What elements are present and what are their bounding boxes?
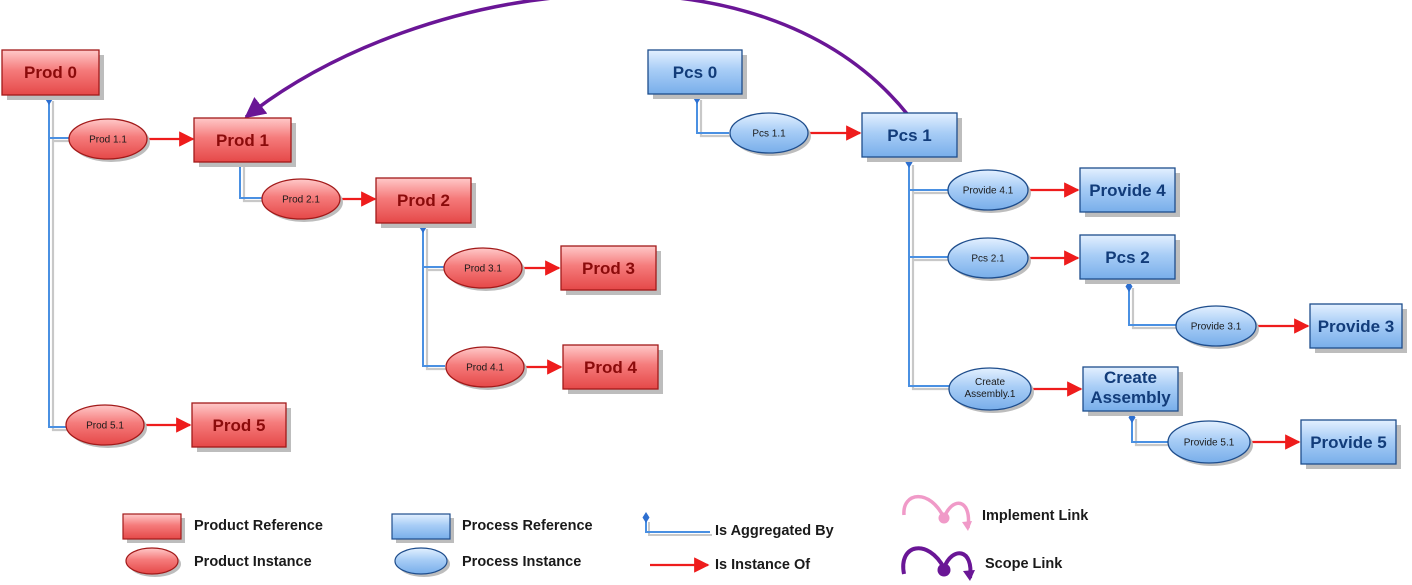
node-label-line1: Create	[1104, 368, 1157, 387]
node-label: Prod 3	[582, 259, 635, 278]
legend-process-instance: Process Instance	[394, 547, 581, 577]
legend-scope-link: Scope Link	[901, 546, 1063, 581]
legend-is-instance-of: Is Instance Of	[650, 557, 810, 573]
node-pcs1-1[interactable]: Pcs 1.1	[729, 112, 811, 156]
legend: Product Reference Product Instance Proce…	[122, 494, 1089, 581]
node-label: Prod 2.1	[282, 195, 320, 206]
node-pcs2[interactable]: Pcs 2	[1079, 234, 1180, 284]
product-instances: Prod 1.1 Prod 2.1 Prod 3.1 Prod 4.1 Prod…	[65, 118, 527, 448]
process-instances: Pcs 1.1 Provide 4.1 Pcs 2.1 Provide 3.1 …	[729, 112, 1259, 466]
node-prod5[interactable]: Prod 5	[191, 402, 291, 452]
node-prod3[interactable]: Prod 3	[560, 245, 661, 295]
node-label-line1: Create	[975, 377, 1005, 388]
agg-line-prod0	[48, 97, 70, 428]
node-label: Prod 4	[584, 358, 637, 377]
node-provide3-1[interactable]: Provide 3.1	[1175, 305, 1259, 349]
node-pcs1[interactable]: Pcs 1	[861, 112, 962, 162]
scope-link-pcs1-to-prod1	[244, 0, 910, 119]
node-label: Provide 4	[1089, 181, 1166, 200]
node-label: Provide 5	[1310, 433, 1387, 452]
node-create-assembly-1[interactable]: Create Assembly.1	[948, 367, 1034, 413]
node-label-line2: Assembly.1	[965, 389, 1016, 400]
node-provide4[interactable]: Provide 4	[1079, 167, 1180, 217]
node-prod5-1[interactable]: Prod 5.1	[65, 404, 147, 448]
legend-label: Product Reference	[194, 518, 323, 534]
legend-label: Process Reference	[462, 518, 593, 534]
legend-product-reference: Product Reference	[122, 513, 323, 543]
node-prod1-1[interactable]: Prod 1.1	[68, 118, 150, 162]
agg-line-pcs1	[908, 161, 950, 387]
legend-label: Implement Link	[982, 508, 1089, 524]
node-label: Pcs 2	[1105, 248, 1149, 267]
node-label: Prod 5	[213, 416, 266, 435]
agg-line-prod1	[239, 160, 263, 199]
node-label: Provide 4.1	[963, 186, 1014, 197]
legend-implement-link: Implement Link	[902, 494, 1089, 531]
node-label: Provide 3.1	[1191, 322, 1242, 333]
node-label: Prod 1	[216, 131, 269, 150]
node-label: Prod 1.1	[89, 135, 127, 146]
agg-line-prod2	[422, 225, 445, 367]
node-label: Prod 5.1	[86, 421, 124, 432]
node-label: Provide 5.1	[1184, 438, 1235, 449]
process-references: Pcs 0 Pcs 1 Provide 4 Pcs 2 Provide 3 Cr…	[647, 49, 1407, 469]
node-label: Pcs 1.1	[752, 129, 786, 140]
node-label: Pcs 1	[887, 126, 931, 145]
node-provide4-1[interactable]: Provide 4.1	[947, 169, 1031, 213]
node-label: Prod 2	[397, 191, 450, 210]
legend-process-reference: Process Reference	[391, 513, 593, 543]
node-create-assembly[interactable]: Create Assembly	[1082, 366, 1183, 416]
node-prod2[interactable]: Prod 2	[375, 177, 476, 228]
node-pcs2-1[interactable]: Pcs 2.1	[947, 237, 1031, 281]
node-prod2-1[interactable]: Prod 2.1	[261, 178, 343, 222]
node-prod1[interactable]: Prod 1	[193, 117, 296, 167]
node-prod3-1[interactable]: Prod 3.1	[443, 247, 525, 291]
node-prod4-1[interactable]: Prod 4.1	[445, 346, 527, 390]
legend-product-instance: Product Instance	[125, 547, 312, 577]
legend-label: Product Instance	[194, 554, 312, 570]
node-label: Prod 0	[24, 63, 77, 82]
legend-label: Is Aggregated By	[715, 523, 834, 539]
agg-line-pcs0	[696, 96, 729, 134]
legend-label: Is Instance Of	[715, 557, 810, 573]
agg-line-create-assembly	[1131, 415, 1168, 443]
node-prod0[interactable]: Prod 0	[1, 49, 104, 100]
legend-label: Process Instance	[462, 554, 581, 570]
product-references: Prod 0 Prod 1 Prod 2 Prod 3 Prod 4 Prod …	[1, 49, 663, 452]
node-label: Pcs 0	[673, 63, 717, 82]
node-provide5[interactable]: Provide 5	[1300, 419, 1401, 469]
node-pcs0[interactable]: Pcs 0	[647, 49, 747, 99]
legend-is-aggregated-by: Is Aggregated By	[642, 512, 834, 539]
node-label: Pcs 2.1	[971, 254, 1005, 265]
legend-label: Scope Link	[985, 556, 1063, 572]
node-label: Prod 3.1	[464, 264, 502, 275]
node-label: Provide 3	[1318, 317, 1395, 336]
node-provide3[interactable]: Provide 3	[1309, 303, 1407, 353]
node-label-line2: Assembly	[1090, 388, 1171, 407]
agg-line-pcs2	[1128, 284, 1178, 326]
node-prod4[interactable]: Prod 4	[562, 344, 663, 394]
node-provide5-1[interactable]: Provide 5.1	[1167, 420, 1253, 466]
node-label: Prod 4.1	[466, 363, 504, 374]
instance-links	[145, 125, 1310, 450]
